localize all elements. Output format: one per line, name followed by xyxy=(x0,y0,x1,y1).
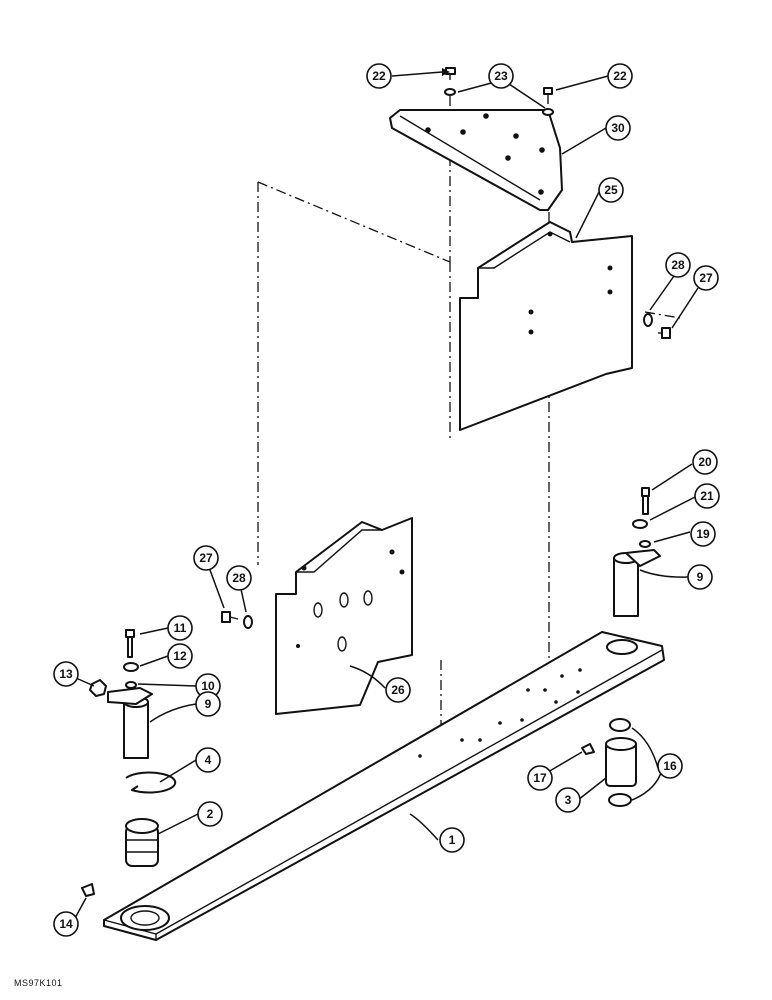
beam-part-1 xyxy=(103,631,665,941)
svg-text:27: 27 xyxy=(199,551,213,565)
svg-text:28: 28 xyxy=(232,571,246,585)
svg-text:20: 20 xyxy=(698,455,712,469)
callout-12: 12 xyxy=(167,643,193,669)
svg-text:22: 22 xyxy=(613,69,627,83)
leader-lines xyxy=(73,68,699,921)
svg-text:19: 19 xyxy=(696,527,710,541)
callout-26: 26 xyxy=(385,677,411,703)
svg-text:28: 28 xyxy=(671,258,685,272)
callout-22-left: 22 xyxy=(366,63,392,89)
callout-19: 19 xyxy=(690,521,716,547)
callout-9-left: 9 xyxy=(195,691,221,717)
svg-text:2: 2 xyxy=(207,807,214,821)
callout-9-right: 9 xyxy=(687,564,713,590)
svg-text:3: 3 xyxy=(565,793,572,807)
svg-text:9: 9 xyxy=(697,570,704,584)
hardware xyxy=(81,67,671,897)
callout-14: 14 xyxy=(53,911,79,937)
callout-2: 2 xyxy=(197,801,223,827)
top-bracket-part-30 xyxy=(389,109,563,211)
svg-text:25: 25 xyxy=(604,183,618,197)
svg-text:4: 4 xyxy=(205,753,212,767)
callout-4: 4 xyxy=(195,747,221,773)
svg-text:9: 9 xyxy=(205,697,212,711)
callout-16: 16 xyxy=(657,753,683,779)
callout-27-lower: 27 xyxy=(193,545,219,571)
callout-25: 25 xyxy=(598,177,624,203)
callout-1: 1 xyxy=(439,827,465,853)
lower-plate-part-26 xyxy=(275,517,413,715)
upper-plate-part-25 xyxy=(459,221,633,431)
callout-23: 23 xyxy=(488,63,514,89)
callout-21: 21 xyxy=(694,483,720,509)
svg-text:16: 16 xyxy=(663,759,677,773)
callout-28-upper: 28 xyxy=(665,252,691,278)
callout-13: 13 xyxy=(53,661,79,687)
callout-27-upper: 27 xyxy=(693,265,719,291)
svg-text:30: 30 xyxy=(611,121,625,135)
callout-22-right: 22 xyxy=(607,63,633,89)
callout-30: 30 xyxy=(605,115,631,141)
svg-text:27: 27 xyxy=(699,271,713,285)
svg-text:13: 13 xyxy=(59,667,73,681)
callout-11: 11 xyxy=(167,615,193,641)
svg-text:17: 17 xyxy=(533,771,547,785)
svg-text:21: 21 xyxy=(700,489,714,503)
svg-text:1: 1 xyxy=(449,833,456,847)
drawing-code: MS97K101 xyxy=(14,978,63,988)
callout-10: 10 xyxy=(195,673,221,699)
callout-28-lower: 28 xyxy=(226,565,252,591)
svg-text:11: 11 xyxy=(174,621,187,635)
svg-text:10: 10 xyxy=(201,679,215,693)
callout-20: 20 xyxy=(692,449,718,475)
svg-text:14: 14 xyxy=(59,917,73,931)
callout-3: 3 xyxy=(555,787,581,813)
svg-text:26: 26 xyxy=(391,683,405,697)
callout-17: 17 xyxy=(527,765,553,791)
svg-text:23: 23 xyxy=(494,69,508,83)
svg-text:22: 22 xyxy=(372,69,386,83)
svg-text:12: 12 xyxy=(173,649,187,663)
